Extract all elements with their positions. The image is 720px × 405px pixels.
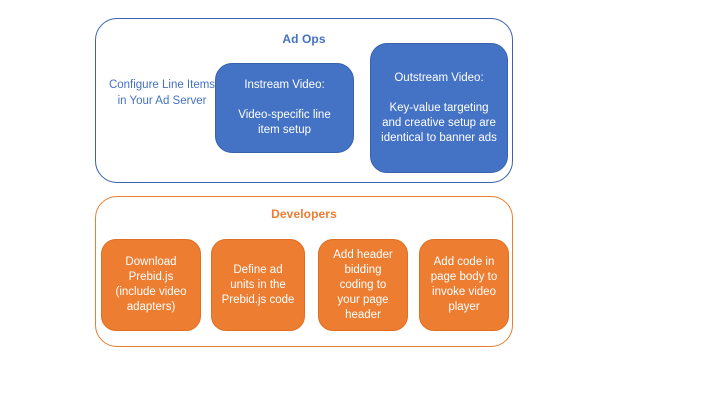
outstream-video-box: Outstream Video: Key-value targeting and… [370,43,508,173]
step-box-download-prebid: Download Prebid.js (include video adapte… [101,239,201,331]
instream-video-box-title: Instream Video: [244,79,325,91]
step-box-label: Download Prebid.js (include video adapte… [115,256,187,313]
step-box-define-ad-units: Define ad units in the Prebid.js code [211,239,305,331]
developers-group: Developers Download Prebid.js (include v… [95,196,513,347]
step-box-label: Add header bidding coding to your page h… [333,248,393,321]
step-box-add-header-bidding: Add header bidding coding to your page h… [318,239,408,331]
step-box-add-page-body-code: Add code in page body to invoke video pl… [419,239,509,331]
step-box-label: Define ad units in the Prebid.js code [221,263,295,306]
outstream-video-box-title: Outstream Video: [394,71,484,84]
step-box-label: Add code in page body to invoke video pl… [430,256,498,313]
ad-ops-group: Ad Ops Configure Line Items in Your Ad S… [95,18,513,183]
instream-video-box: Instream Video: Video-specific line item… [215,63,354,153]
instream-video-box-body: Video-specific line item setup [238,109,331,136]
configure-line-items-note: Configure Line Items in Your Ad Server [108,79,216,107]
outstream-video-box-body: Key-value targeting and creative setup a… [381,101,497,144]
ad-ops-title: Ad Ops [282,32,326,46]
developers-title: Developers [271,207,337,221]
